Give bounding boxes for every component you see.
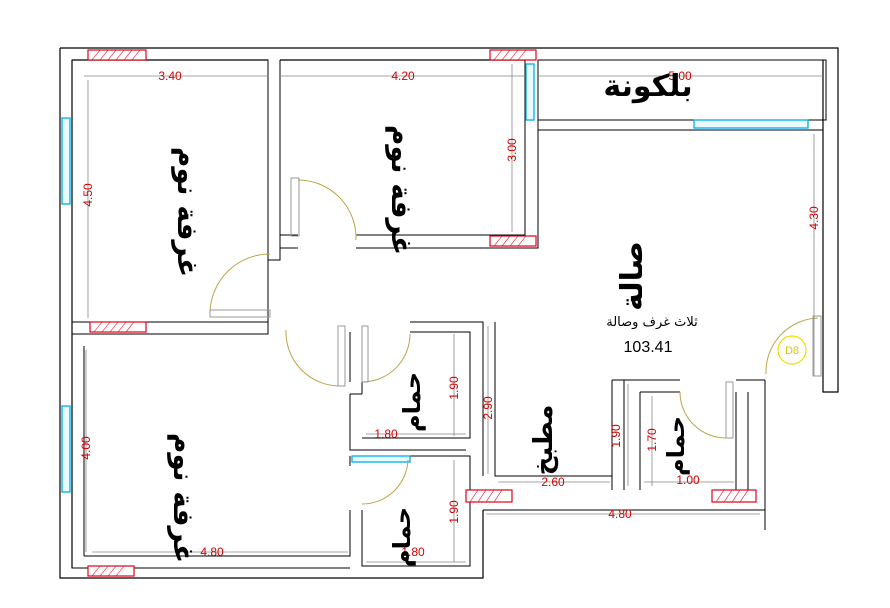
dim-top-left-width: 3.40 bbox=[158, 69, 182, 83]
dim-bottom-width: 4.80 bbox=[200, 545, 224, 559]
dim-bath-bottom-width: 1.80 bbox=[401, 545, 425, 559]
door-bath-bottom bbox=[361, 459, 409, 505]
label-bath-right: حمام bbox=[662, 416, 690, 476]
column-mid-left bbox=[89, 321, 147, 333]
dim-bath-bottom-height: 1.90 bbox=[447, 500, 461, 524]
dim-bath-right-width: 1.00 bbox=[676, 473, 700, 487]
window-balcony-door bbox=[525, 63, 535, 121]
column-mid bbox=[489, 235, 537, 247]
door-bedroom-top-left bbox=[209, 253, 271, 313]
label-living-hall: صالة bbox=[615, 241, 650, 311]
dim-bath-center-height: 1.90 bbox=[447, 376, 461, 400]
dim-balcony-width: 5.00 bbox=[668, 69, 692, 83]
door-bedroom-top-mid bbox=[297, 179, 357, 241]
column-bottom-mid bbox=[465, 489, 513, 503]
dim-top-mid-width: 4.20 bbox=[391, 69, 415, 83]
dim-right-height: 4.30 bbox=[807, 206, 821, 230]
dim-mid-height: 3.00 bbox=[505, 138, 519, 162]
dim-kitchen-height: 2.90 bbox=[481, 396, 495, 420]
label-bath-bottom: حمام bbox=[388, 507, 416, 567]
label-bath-center: حمام bbox=[398, 372, 426, 432]
plan-note: ثلاث غرف وصالة bbox=[606, 315, 698, 330]
door-tag-label: D8 bbox=[785, 345, 799, 357]
door-bath-right bbox=[679, 391, 727, 439]
label-kitchen: مطبخ bbox=[529, 405, 559, 476]
label-bedroom-top-middle: غرفة نوم bbox=[385, 125, 418, 255]
windows bbox=[61, 63, 809, 493]
door-entrance bbox=[765, 317, 819, 375]
column-hatching bbox=[91, 49, 749, 577]
door-bedroom-bottom-left bbox=[285, 329, 341, 387]
dim-bath-right-inner-height: 1.90 bbox=[609, 424, 623, 448]
plan-area: 103.41 bbox=[624, 339, 673, 356]
dim-kitchen-width: 2.60 bbox=[541, 475, 565, 489]
doors bbox=[209, 177, 822, 505]
door-bath-center bbox=[361, 333, 411, 383]
interior-walls bbox=[71, 59, 827, 569]
column-bottom-left bbox=[87, 565, 135, 577]
window-left-top bbox=[61, 117, 71, 205]
dimension-lines bbox=[84, 64, 823, 563]
label-bedroom-bottom-left: غرفة نوم bbox=[167, 433, 200, 563]
dim-bath-right-height: 1.70 bbox=[645, 428, 659, 452]
dim-left-height: 4.50 bbox=[81, 183, 95, 207]
label-bedroom-top-left: غرفة نوم bbox=[171, 147, 204, 277]
column-top-left bbox=[87, 49, 147, 61]
dim-bottom-left-height: 4.00 bbox=[79, 436, 93, 460]
columns bbox=[87, 49, 757, 577]
dim-bottom-right-width: 4.80 bbox=[608, 507, 632, 521]
dim-bath-center-width: 1.80 bbox=[374, 427, 398, 441]
window-bath-bottom bbox=[351, 455, 411, 463]
door-tag-circle bbox=[777, 335, 807, 365]
window-left-bottom bbox=[61, 405, 71, 493]
column-bottom-right bbox=[711, 489, 757, 503]
column-top-mid bbox=[489, 49, 537, 61]
label-balcony: بلكونة bbox=[603, 69, 692, 104]
window-balcony bbox=[693, 119, 809, 129]
